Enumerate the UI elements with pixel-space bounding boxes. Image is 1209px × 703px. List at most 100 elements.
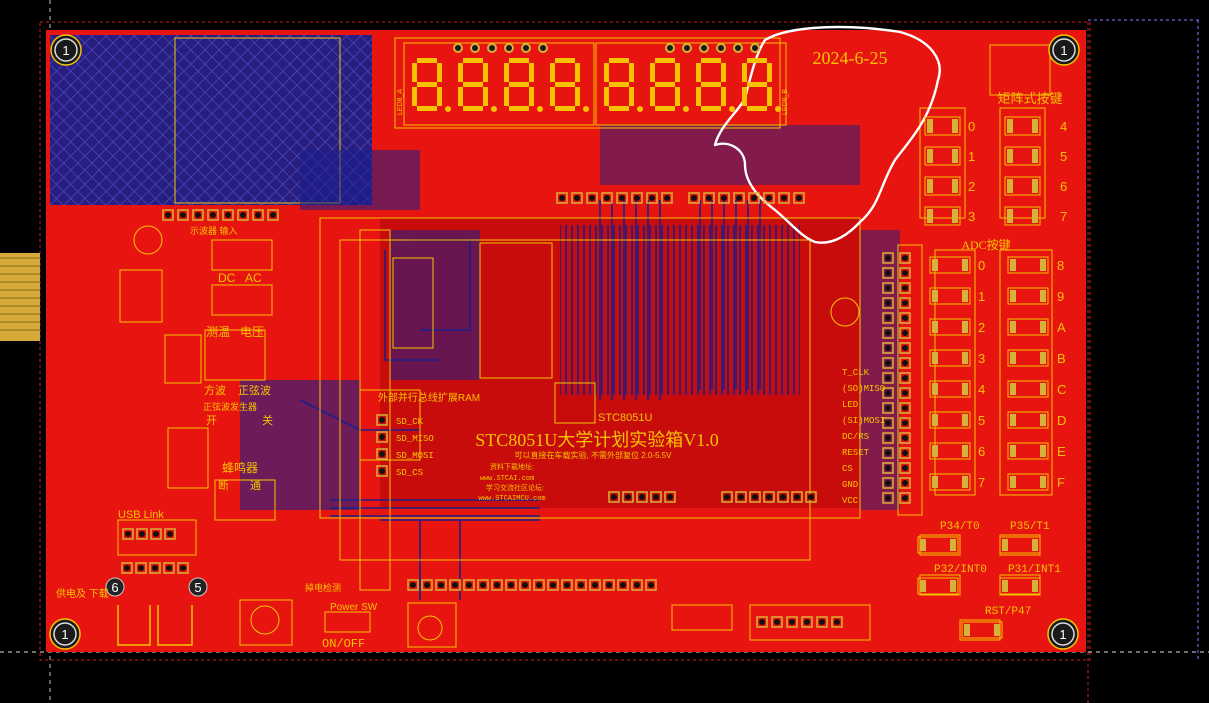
adc-key[interactable] [1007, 256, 1049, 274]
pin-hole [885, 345, 891, 351]
decimal-point [637, 106, 643, 112]
decimal-point [729, 106, 735, 112]
adc-key-label: 6 [978, 444, 985, 459]
matrix-key[interactable] [1004, 176, 1041, 196]
pin-pad [899, 417, 911, 429]
pin-hole [796, 195, 802, 201]
key-p31[interactable] [999, 577, 1041, 595]
adc-key[interactable] [929, 411, 971, 429]
pin-pad [791, 491, 803, 503]
label-dc: DC [218, 271, 236, 285]
ext-ram-label: 外部并行总线扩展RAM [378, 391, 480, 404]
forum-label: 学习交流社区论坛: [486, 483, 544, 492]
pin-hole [180, 212, 186, 218]
pin-hole [902, 390, 908, 396]
adc-key[interactable] [929, 380, 971, 398]
key-rst[interactable] [961, 621, 1003, 639]
pin-hole [564, 582, 570, 588]
pin-hole [808, 494, 814, 500]
seven-seg-digit [696, 58, 735, 112]
pin-pad [882, 492, 894, 504]
pin-pad [756, 616, 768, 628]
segment [696, 63, 701, 82]
segment [767, 63, 772, 82]
pin-hole [639, 494, 645, 500]
adc-key[interactable] [929, 442, 971, 460]
pin-hole [885, 405, 891, 411]
pin-pad [617, 579, 629, 591]
pin-hole [682, 43, 692, 53]
matrix-key[interactable] [924, 206, 961, 226]
header-j39 [608, 491, 676, 503]
matrix-key[interactable] [924, 146, 961, 166]
matrix-key[interactable] [924, 116, 961, 136]
pin-pad [882, 432, 894, 444]
matrix-key[interactable] [1004, 116, 1041, 136]
adc-key-label: 3 [978, 351, 985, 366]
pin-pad [882, 342, 894, 354]
adc-key[interactable] [1007, 473, 1049, 491]
pin-hole [885, 300, 891, 306]
pin-pad [882, 462, 894, 474]
adc-key[interactable] [929, 318, 971, 336]
segment [609, 82, 629, 87]
adc-key[interactable] [929, 287, 971, 305]
mount-hole-top-right[interactable]: 1 [1048, 34, 1080, 66]
adc-key[interactable] [929, 256, 971, 274]
tft-pin-label: DC/RS [842, 432, 869, 442]
tft-pin-label: T_CLK [842, 368, 870, 378]
pin-hole [902, 345, 908, 351]
segment [458, 87, 463, 106]
pin-hole [124, 565, 130, 571]
pin-pad [136, 528, 148, 540]
label-rst: RST/P47 [985, 606, 1031, 618]
matrix-key[interactable] [1004, 146, 1041, 166]
pin-hole [487, 43, 497, 53]
adc-keys-title: ADC按键 [961, 238, 1010, 252]
pin-pad [763, 192, 775, 204]
adc-key[interactable] [929, 473, 971, 491]
key-p35[interactable] [999, 536, 1041, 554]
segment [721, 63, 726, 82]
pin-hole [766, 494, 772, 500]
label-power-sw: Power SW [330, 602, 378, 613]
pin-hole [619, 195, 625, 201]
usb-connectors [117, 605, 193, 646]
pin-pad [899, 312, 911, 324]
adc-key-label: 5 [978, 413, 985, 428]
pin-hole [902, 435, 908, 441]
pin-hole [774, 619, 780, 625]
key-p32[interactable] [917, 577, 959, 595]
pin-pad [882, 357, 894, 369]
pin-hole [210, 212, 216, 218]
adc-key[interactable] [929, 349, 971, 367]
mount-hole-bottom-right[interactable]: 1 [1047, 618, 1079, 650]
matrix-key[interactable] [924, 176, 961, 196]
adc-key[interactable] [1007, 380, 1049, 398]
pin-pad [135, 562, 147, 574]
adc-key[interactable] [1007, 318, 1049, 336]
adc-key[interactable] [1007, 349, 1049, 367]
pin-hole [902, 465, 908, 471]
pin-hole [885, 435, 891, 441]
mount-hole-bottom-left[interactable]: 1 [49, 618, 81, 650]
mount-hole-top-left[interactable]: 1 [50, 34, 82, 66]
segment [504, 87, 509, 106]
pin-pad [571, 192, 583, 204]
adc-key[interactable] [1007, 411, 1049, 429]
adc-key[interactable] [1007, 287, 1049, 305]
decimal-point [445, 106, 451, 112]
pin-hole [139, 531, 145, 537]
matrix-key[interactable] [1004, 206, 1041, 226]
header-bottom [407, 579, 657, 591]
pin-pad [733, 192, 745, 204]
pin-hole [902, 420, 908, 426]
pin-pad [631, 579, 643, 591]
pin-hole [721, 195, 727, 201]
segment [529, 63, 534, 82]
key-p34[interactable] [917, 536, 959, 554]
adc-key[interactable] [1007, 442, 1049, 460]
pin-pad [816, 616, 828, 628]
pin-pad [899, 252, 911, 264]
